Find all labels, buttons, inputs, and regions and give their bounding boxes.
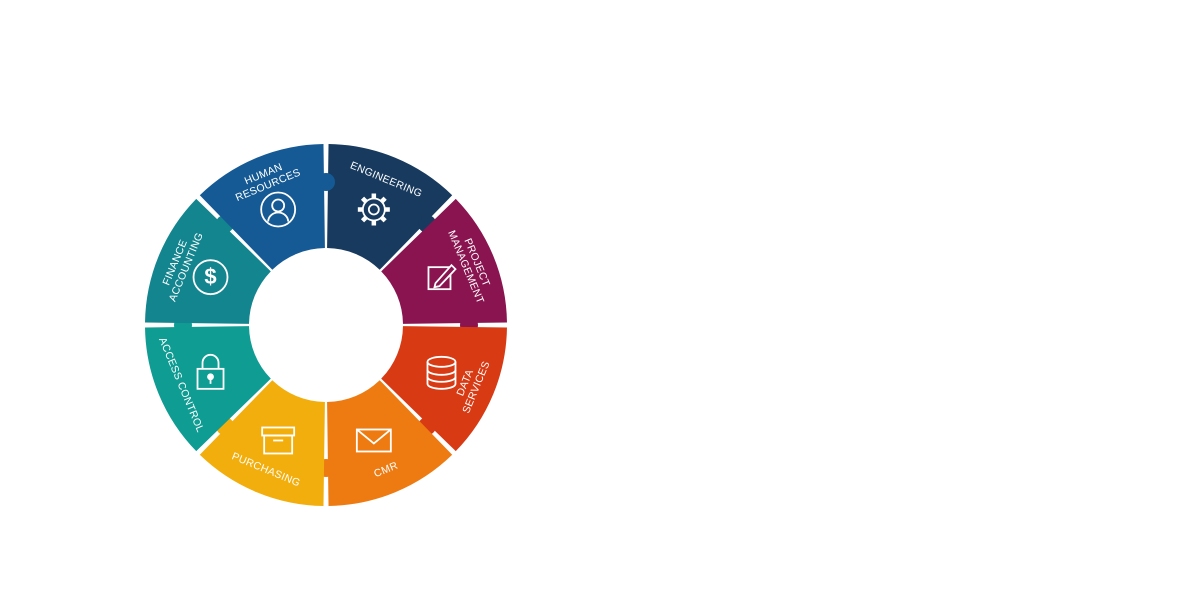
segment-shape-engineering <box>327 144 453 270</box>
segment-human-resources <box>199 144 335 270</box>
segment-shape-project-management <box>381 198 507 324</box>
lock-icon <box>196 354 225 390</box>
segment-shape-human-resources <box>199 144 325 270</box>
segment-shape-purchasing <box>199 380 325 506</box>
puzzle-knob <box>317 173 335 191</box>
segment-shape-finance-accounting <box>145 198 271 324</box>
box-icon <box>261 426 296 455</box>
user-icon <box>260 191 297 228</box>
svg-text:$: $ <box>204 264 216 289</box>
segment-shape-cmr <box>327 380 453 506</box>
edit-icon <box>427 263 457 291</box>
gear-icon <box>357 193 390 226</box>
dollar-icon: $ <box>192 259 229 296</box>
database-icon <box>426 355 457 390</box>
envelope-icon <box>355 428 392 453</box>
